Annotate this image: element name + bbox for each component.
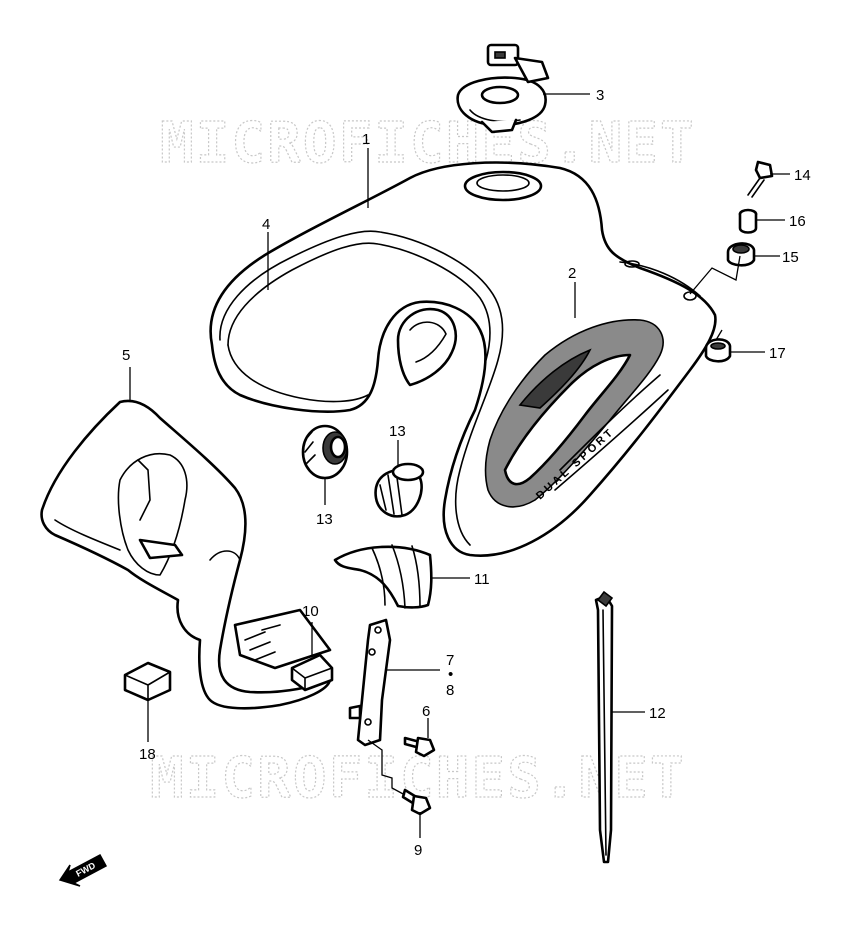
callout-5: 5 <box>122 347 130 364</box>
callout-10: 10 <box>302 603 319 620</box>
part-tank-strap <box>594 590 614 864</box>
part-mounting-bracket <box>348 618 392 747</box>
part-tank-cushion <box>333 544 433 609</box>
callout-9: 9 <box>414 842 422 859</box>
part-cushion-13a <box>301 424 349 480</box>
part-grommet-17 <box>704 338 732 363</box>
fwd-arrow-icon: FWD <box>58 853 108 887</box>
callout-8: 8 <box>446 682 454 699</box>
callout-13-left: 13 <box>316 511 333 528</box>
callout-13-right: 13 <box>389 423 406 440</box>
part-collar-16 <box>738 208 758 234</box>
callout-1: 1 <box>362 131 370 148</box>
callout-numbers: 1 2 3 4 5 6 7 • 8 9 10 11 12 13 13 14 15… <box>122 87 811 859</box>
part-cushion-13b <box>374 462 425 518</box>
callout-7: 7 <box>446 652 454 669</box>
callout-14: 14 <box>794 167 811 184</box>
part-cushion-pad <box>290 653 334 692</box>
part-grommet-15 <box>726 242 756 267</box>
callout-4: 4 <box>262 216 270 233</box>
callout-11: 11 <box>474 571 490 588</box>
leader-lines <box>129 93 790 838</box>
callout-16: 16 <box>789 213 806 230</box>
callout-12: 12 <box>649 705 666 722</box>
part-bolt-6 <box>403 736 436 758</box>
callout-separator: • <box>448 666 453 683</box>
watermark-top: MICROFICHES.NET <box>160 111 696 176</box>
callout-17: 17 <box>769 345 786 362</box>
part-bolt-14 <box>747 160 774 198</box>
part-front-cover <box>40 399 332 710</box>
callout-3: 3 <box>596 87 604 104</box>
callout-15: 15 <box>782 249 799 266</box>
callout-18: 18 <box>139 746 156 763</box>
callout-2: 2 <box>568 265 576 282</box>
part-fuel-cap <box>456 43 550 134</box>
callout-6: 6 <box>422 703 430 720</box>
part-rubber-block <box>123 661 172 702</box>
part-fuel-tank: DUAL SPORT <box>209 161 717 557</box>
